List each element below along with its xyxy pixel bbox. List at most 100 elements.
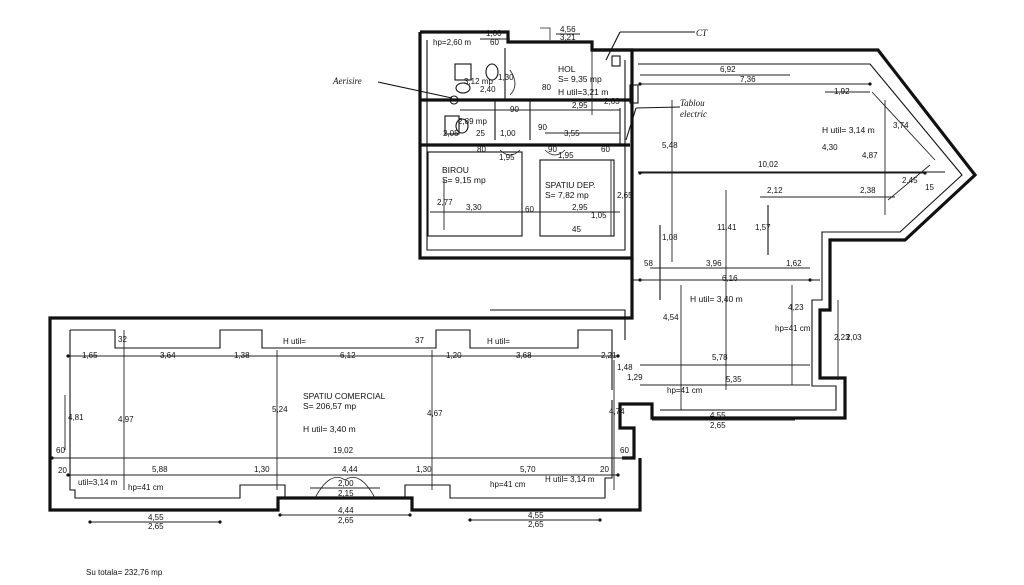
dimension-d-497: 4,97: [118, 415, 134, 424]
dimension-d-430: 4,30: [822, 143, 838, 152]
room-hol-name: HOL: [558, 64, 576, 74]
dimension-d-205: 2,05: [443, 129, 459, 138]
dimension-d-148: 1,48: [617, 363, 633, 372]
dimension-d-195a: 1,95: [499, 153, 515, 162]
dimension-d-238: 2,38: [860, 186, 876, 195]
dimension-d-487: 4,87: [862, 151, 878, 160]
dimension-d-90b: 90: [548, 145, 557, 154]
toilet-icon: [485, 63, 499, 81]
dimension-d-80b: 80: [477, 145, 486, 154]
dimension-d-90c: 90: [538, 123, 547, 132]
note-hp-right2: hp=41 cm: [775, 324, 811, 333]
dimension-d-444a: 4,44: [342, 465, 358, 474]
dimension-d-321: 3,21: [560, 33, 576, 42]
wall-main-inner-2: [70, 329, 613, 390]
room-bath1-area: 3,12 mp: [464, 77, 493, 86]
door-swing-birou: [499, 149, 521, 156]
electric-panel-icon: [629, 84, 639, 104]
wall-top-block-inner: [426, 40, 626, 251]
note-h-util-2: H util=: [487, 337, 510, 346]
wall-right-wing-inner: [638, 63, 963, 411]
dimension-d-454: 4,54: [663, 313, 679, 322]
dimension-d-60r: 60: [620, 446, 629, 455]
dimension-d-1002: 10,02: [758, 160, 779, 169]
dimension-d-265b: 2,65: [338, 516, 354, 525]
dimension-d-60l: 60: [56, 446, 65, 455]
dimension-d-364: 3,64: [160, 351, 176, 360]
dimension-d-736: 7,36: [740, 75, 756, 84]
dimension-d-37: 37: [415, 336, 424, 345]
leader-ct-2: [605, 31, 621, 61]
note-aerisire: Aerisire: [332, 76, 362, 86]
door-swing-dep: [544, 149, 566, 156]
leader-aerisire: [377, 81, 453, 99]
note-h-util-1: H util=: [283, 337, 306, 346]
dimension-d-578: 5,78: [712, 353, 728, 362]
dimension-d-240: 2,40: [480, 85, 496, 94]
room-hol-height: H util=3,21 m: [558, 87, 608, 97]
dimension-d-60b: 60: [601, 145, 610, 154]
dimension-d-215: 2,15: [338, 489, 354, 498]
dimension-d-130r: 1,30: [416, 465, 432, 474]
dimension-d-130: 1,30: [498, 73, 514, 82]
dimension-d-455l: 4,55: [148, 513, 164, 522]
room-dep-name: SPATIU DEP.: [545, 180, 596, 190]
dimension-d-355: 3,55: [564, 129, 580, 138]
note-hp-top: hp=2,60 m: [433, 38, 471, 47]
room-right-hall-height: H util= 3,40 m: [690, 294, 743, 304]
wall-main-inner-3: [69, 330, 613, 499]
note-hp-bl: hp=41 cm: [128, 483, 164, 492]
dimension-d-195b: 1,95: [558, 151, 574, 160]
toilet-icon-3: [455, 118, 469, 134]
dimension-d-15: 15: [925, 183, 934, 192]
dimension-d-455rr: 4,55: [528, 511, 544, 520]
room-birou-name: BIROU: [442, 165, 469, 175]
note-util-br: H util= 3,14 m: [545, 475, 595, 484]
sink-icon-2: [444, 115, 460, 135]
dimension-d-138: 1,38: [234, 351, 250, 360]
leader-tablou-2: [625, 107, 637, 141]
dimension-labels: 1,00 60 4,56 3,21 2,40 80 1,30 2,95 2,63…: [56, 25, 934, 531]
dimension-d-120: 1,20: [446, 351, 462, 360]
dimension-d-265r: 2,65: [710, 421, 726, 430]
dimension-d-157: 1,57: [755, 223, 771, 232]
dimension-d-90a: 90: [510, 105, 519, 114]
note-ct: CT: [696, 28, 708, 38]
note-hp-bc: hp=41 cm: [490, 480, 526, 489]
dimension-d-277: 2,77: [437, 198, 453, 207]
dimension-d-223: 2,23: [834, 333, 850, 342]
dimension-d-32: 32: [118, 335, 127, 344]
dimension-d-467: 4,67: [427, 409, 443, 418]
dimension-d-165: 1,65: [82, 351, 98, 360]
dimension-d-80a: 80: [542, 83, 551, 92]
wall-spatiu-dep: [539, 159, 615, 237]
wall-main-inner: [490, 309, 626, 340]
door-swing-entrance: [314, 476, 376, 499]
wall-right-wing: [592, 48, 978, 460]
dimension-d-396: 3,96: [706, 259, 722, 268]
sink-icon: [454, 63, 472, 81]
dimension-lines: [52, 33, 936, 523]
dimension-d-265l: 2,65: [148, 522, 164, 531]
dimension-d-105: 1,05: [591, 211, 607, 220]
vent-icon: [449, 95, 459, 105]
dimension-d-129: 1,29: [627, 373, 643, 382]
dimension-d-524: 5,24: [272, 405, 288, 414]
room-comercial-height: H util= 3,40 m: [303, 424, 356, 434]
dimension-d-130l: 1,30: [254, 465, 270, 474]
dimension-d-295b: 2,95: [572, 203, 588, 212]
dimension-d-212: 2,12: [767, 186, 783, 195]
dimension-d-481: 4,81: [68, 413, 84, 422]
dimension-d-455r: 4,55: [710, 411, 726, 420]
total-area: Su totala= 232,76 mp: [86, 568, 163, 577]
dimension-d-245: 2,45: [902, 176, 918, 185]
dimension-d-535: 5,35: [726, 375, 742, 384]
room-hol-area: S= 9,35 mp: [558, 74, 602, 84]
dimension-d-1902: 19,02: [333, 446, 354, 455]
note-util-bl: util=3,14 m: [78, 478, 118, 487]
dimension-d-265: 2,65: [617, 191, 633, 200]
boiler-icon: [611, 55, 621, 67]
dimension-d-60a: 60: [490, 38, 499, 47]
